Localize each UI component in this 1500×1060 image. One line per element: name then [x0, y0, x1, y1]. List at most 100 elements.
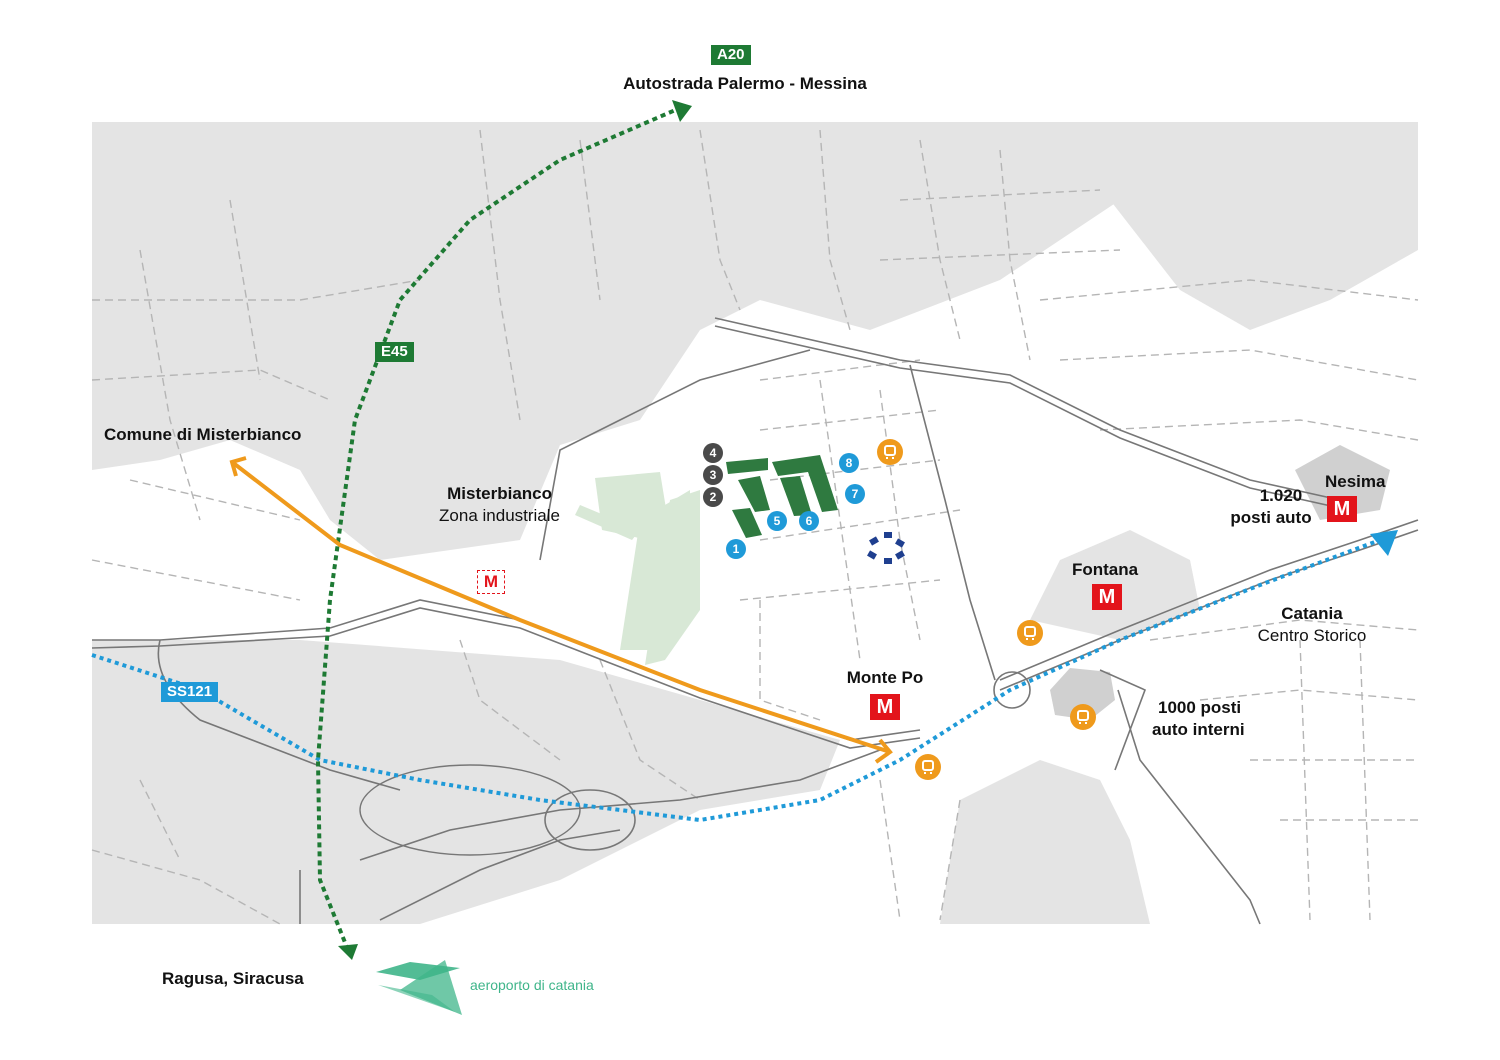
misterbianco-zona-title: Misterbianco	[447, 484, 552, 503]
campus-building	[772, 455, 838, 512]
terrain-area-nesima	[1295, 445, 1390, 520]
interchange-loop-outer	[359, 764, 581, 856]
terrain-area-west	[92, 122, 640, 560]
main-road	[909, 364, 996, 681]
minor-road	[91, 559, 301, 601]
ss121-route	[91, 538, 1381, 823]
nesima-label: Nesima	[1325, 472, 1386, 491]
minor-road	[229, 199, 261, 381]
terrain-area-southeast	[940, 760, 1150, 924]
marker-7[interactable]: 7	[845, 484, 865, 504]
a20-shield: A20	[711, 45, 751, 65]
minor-road	[739, 579, 941, 601]
minor-road	[1099, 419, 1419, 441]
minor-roads-layer	[91, 129, 1419, 925]
industrial-block	[575, 505, 640, 540]
e45-arrowhead-south	[338, 944, 358, 960]
terrain-area-north	[640, 122, 1130, 420]
minor-road	[939, 799, 961, 921]
campus-building	[726, 458, 768, 474]
campus-building	[738, 476, 770, 512]
interchange-loop	[544, 789, 636, 851]
marker-4[interactable]: 4	[703, 443, 723, 463]
campus-building	[732, 508, 762, 538]
roundabout-fontana	[993, 671, 1031, 709]
bus-stop-icon[interactable]	[915, 754, 941, 780]
minor-road	[1039, 279, 1419, 301]
nesima-parking-line1: 1.020	[1259, 486, 1303, 505]
minor-road	[819, 129, 851, 331]
metro-planned-icon: M	[477, 570, 505, 594]
main-road	[1099, 669, 1147, 771]
minor-road	[759, 509, 961, 541]
marker-8[interactable]: 8	[839, 453, 859, 473]
minor-road	[759, 359, 921, 381]
university-logo-icon	[867, 532, 905, 564]
catania-label: Catania	[1281, 604, 1343, 623]
ragusa-siracusa-label: Ragusa, Siracusa	[162, 969, 304, 988]
marker-2[interactable]: 2	[703, 487, 723, 507]
main-road	[359, 749, 881, 861]
marker-5[interactable]: 5	[767, 511, 787, 531]
orange-arrow-west	[229, 456, 247, 477]
industrial-block	[645, 490, 700, 665]
minor-road	[1299, 639, 1311, 921]
catania-subtitle: Centro Storico	[1257, 626, 1367, 645]
bus-stop-icon[interactable]	[1070, 704, 1096, 730]
minor-road	[139, 249, 201, 521]
minor-road	[759, 409, 941, 431]
marker-3[interactable]: 3	[703, 465, 723, 485]
ss121-shield: SS121	[161, 682, 219, 702]
bus-stop-icon[interactable]	[1017, 620, 1043, 646]
bus-stop-icon[interactable]	[877, 439, 903, 465]
minor-road	[1059, 349, 1419, 381]
main-road	[714, 317, 1341, 501]
misterbianco-zona-subtitle: Zona industriale	[439, 506, 560, 525]
campus-building	[780, 476, 812, 516]
nesima-parking-line2: posti auto	[1230, 508, 1312, 527]
airport-logo-text: aeroporto di catania	[470, 977, 594, 993]
interni-parking-line1: 1000 posti	[1158, 698, 1242, 717]
a20-road-name: Autostrada Palermo - Messina	[623, 74, 867, 93]
terrain-area-northeast	[1110, 122, 1418, 330]
e45-shield: E45	[375, 342, 414, 362]
minor-road	[759, 600, 821, 721]
main-road	[91, 607, 921, 749]
airport-logo-icon	[376, 960, 462, 1015]
minor-road	[91, 369, 331, 401]
minor-road	[91, 849, 281, 925]
main-road	[714, 325, 1341, 509]
fontana-metro-icon: M	[1092, 584, 1122, 610]
main-road	[1117, 689, 1261, 925]
marker-1[interactable]: 1	[726, 539, 746, 559]
minor-road	[599, 659, 701, 801]
minor-road	[92, 279, 421, 301]
minor-road	[919, 139, 961, 341]
terrain-area-south	[92, 640, 840, 924]
marker-6[interactable]: 6	[799, 511, 819, 531]
terrain-layer	[92, 122, 1418, 924]
minor-road	[819, 379, 861, 661]
orange-arrow-east	[874, 738, 893, 764]
comune-misterbianco-label: Comune di Misterbianco	[104, 425, 302, 444]
interni-parking-line2: auto interni	[1152, 720, 1245, 739]
ss121-arrowhead	[1370, 530, 1398, 556]
minor-road	[139, 779, 181, 861]
nesima-metro-icon: M	[1327, 496, 1357, 522]
minor-road	[1359, 639, 1371, 921]
main-road	[539, 349, 811, 561]
campus-buildings	[726, 455, 838, 538]
monte-po-label: Monte Po	[846, 668, 924, 687]
industrial-zone	[575, 472, 700, 665]
orange-route	[230, 460, 891, 754]
minor-road	[1199, 689, 1419, 701]
minor-road	[879, 779, 901, 921]
terrain-area-interni	[1050, 668, 1115, 720]
minor-road	[999, 149, 1031, 361]
minor-road	[899, 189, 1101, 201]
monte-po-metro-icon: M	[870, 694, 900, 720]
minor-road	[579, 139, 601, 301]
minor-road	[879, 249, 1121, 261]
e45-arrowhead-north	[672, 100, 692, 122]
